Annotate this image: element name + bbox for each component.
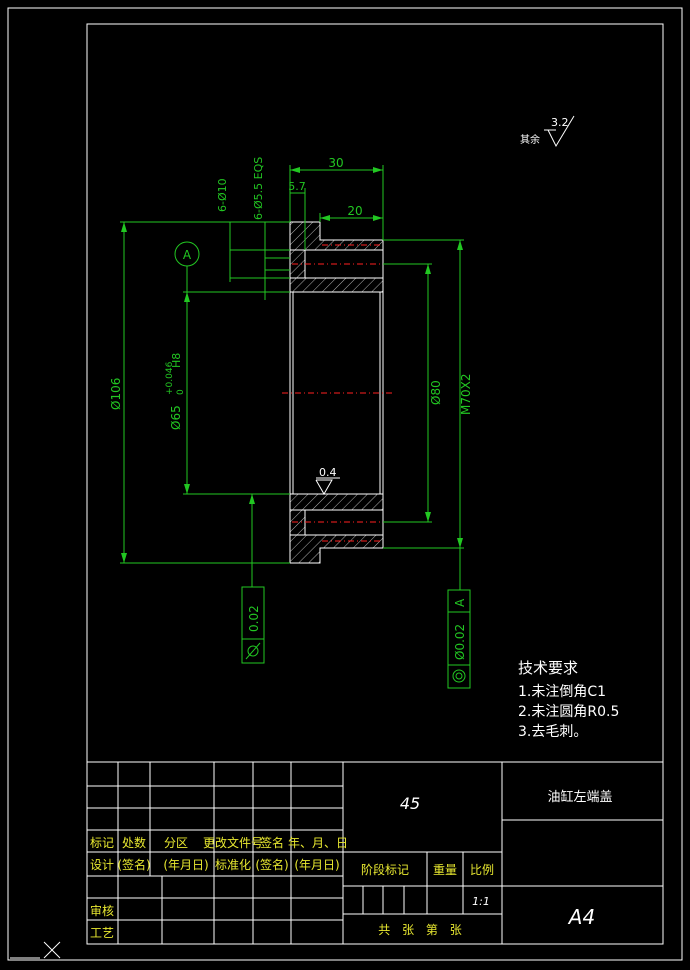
tech-req-item-3: 3.去毛刺。	[518, 724, 587, 740]
material: 45	[400, 794, 420, 813]
rev-header-sign: 签名	[260, 835, 284, 850]
ratio-label: 比例	[470, 863, 494, 877]
dim-d106: Ø106	[109, 378, 123, 410]
dim-20: 20	[347, 204, 362, 218]
tolerance-cylindricity-frame	[241, 586, 265, 664]
tech-req-title: 技术要求	[518, 659, 578, 677]
dim-5-7: 5.7	[288, 180, 306, 193]
tech-req-item-2: 2.未注圆角R0.5	[518, 704, 619, 720]
row-design-sign: (签名)	[117, 857, 150, 872]
rev-header-mark: 标记	[90, 836, 114, 850]
tech-req-item-1: 1.未注倒角C1	[518, 684, 606, 700]
rev-header-date: 年、月、日	[288, 836, 348, 850]
roughness-bore-symbol	[315, 477, 340, 496]
rev-header-file: 更改文件号	[203, 835, 263, 850]
dim-d65-tol-upper: +0.046	[165, 361, 175, 395]
inner-border	[86, 23, 664, 945]
row-standard-sign: (签名)	[255, 857, 288, 872]
title-block-grid	[86, 761, 664, 945]
dimension-lines	[120, 165, 464, 590]
dim-d80: Ø80	[429, 380, 443, 405]
part-name: 油缸左端盖	[547, 789, 612, 805]
outer-border	[7, 7, 683, 961]
weight-label: 重量	[433, 863, 457, 877]
sheet-size: A4	[567, 905, 595, 929]
dim-holes-10: 6-Ø10	[216, 178, 229, 212]
hatch-top	[290, 222, 383, 292]
center-lines	[282, 244, 395, 542]
dim-d65: Ø65	[169, 405, 183, 430]
arrowheads	[121, 167, 463, 563]
roughness-bore-value: 0.4	[319, 466, 337, 479]
roughness-rest-value: 3.2	[551, 116, 569, 129]
tolerance-concentricity-datum: A	[453, 598, 467, 607]
stage-mark-label: 阶段标记	[361, 862, 409, 877]
roughness-rest-symbol	[544, 115, 575, 148]
roughness-rest-label: 其余	[520, 133, 540, 146]
row-process-label: 工艺	[90, 926, 114, 940]
dim-d65-tol-lower: 0	[176, 389, 186, 395]
corner-mark	[10, 941, 61, 959]
rev-header-count: 处数	[122, 835, 146, 850]
tolerance-concentricity-value: Ø0.02	[453, 624, 467, 660]
rev-header-zone: 分区	[164, 836, 188, 850]
dim-d65-fit: H8	[170, 353, 183, 368]
dim-holes-5-5: 6-Ø5.5 EQS	[252, 157, 265, 220]
row-design-date: (年月日)	[163, 858, 208, 872]
dim-m70: M70X2	[459, 374, 473, 415]
row-standard-label: 标准化	[215, 858, 251, 872]
scale-value: 1:1	[472, 895, 490, 908]
row-design-label: 设计	[90, 858, 114, 872]
hatch-bottom	[290, 494, 383, 563]
row-review-label: 审核	[90, 903, 114, 918]
tolerance-concentricity-frame	[447, 589, 471, 689]
row-standard-date: (年月日)	[294, 858, 339, 872]
dim-30: 30	[328, 156, 343, 170]
tolerance-cylindricity-value: 0.02	[247, 605, 261, 632]
sheet-info: 共 张 第 张	[378, 923, 465, 937]
datum-a-label: A	[183, 248, 192, 262]
